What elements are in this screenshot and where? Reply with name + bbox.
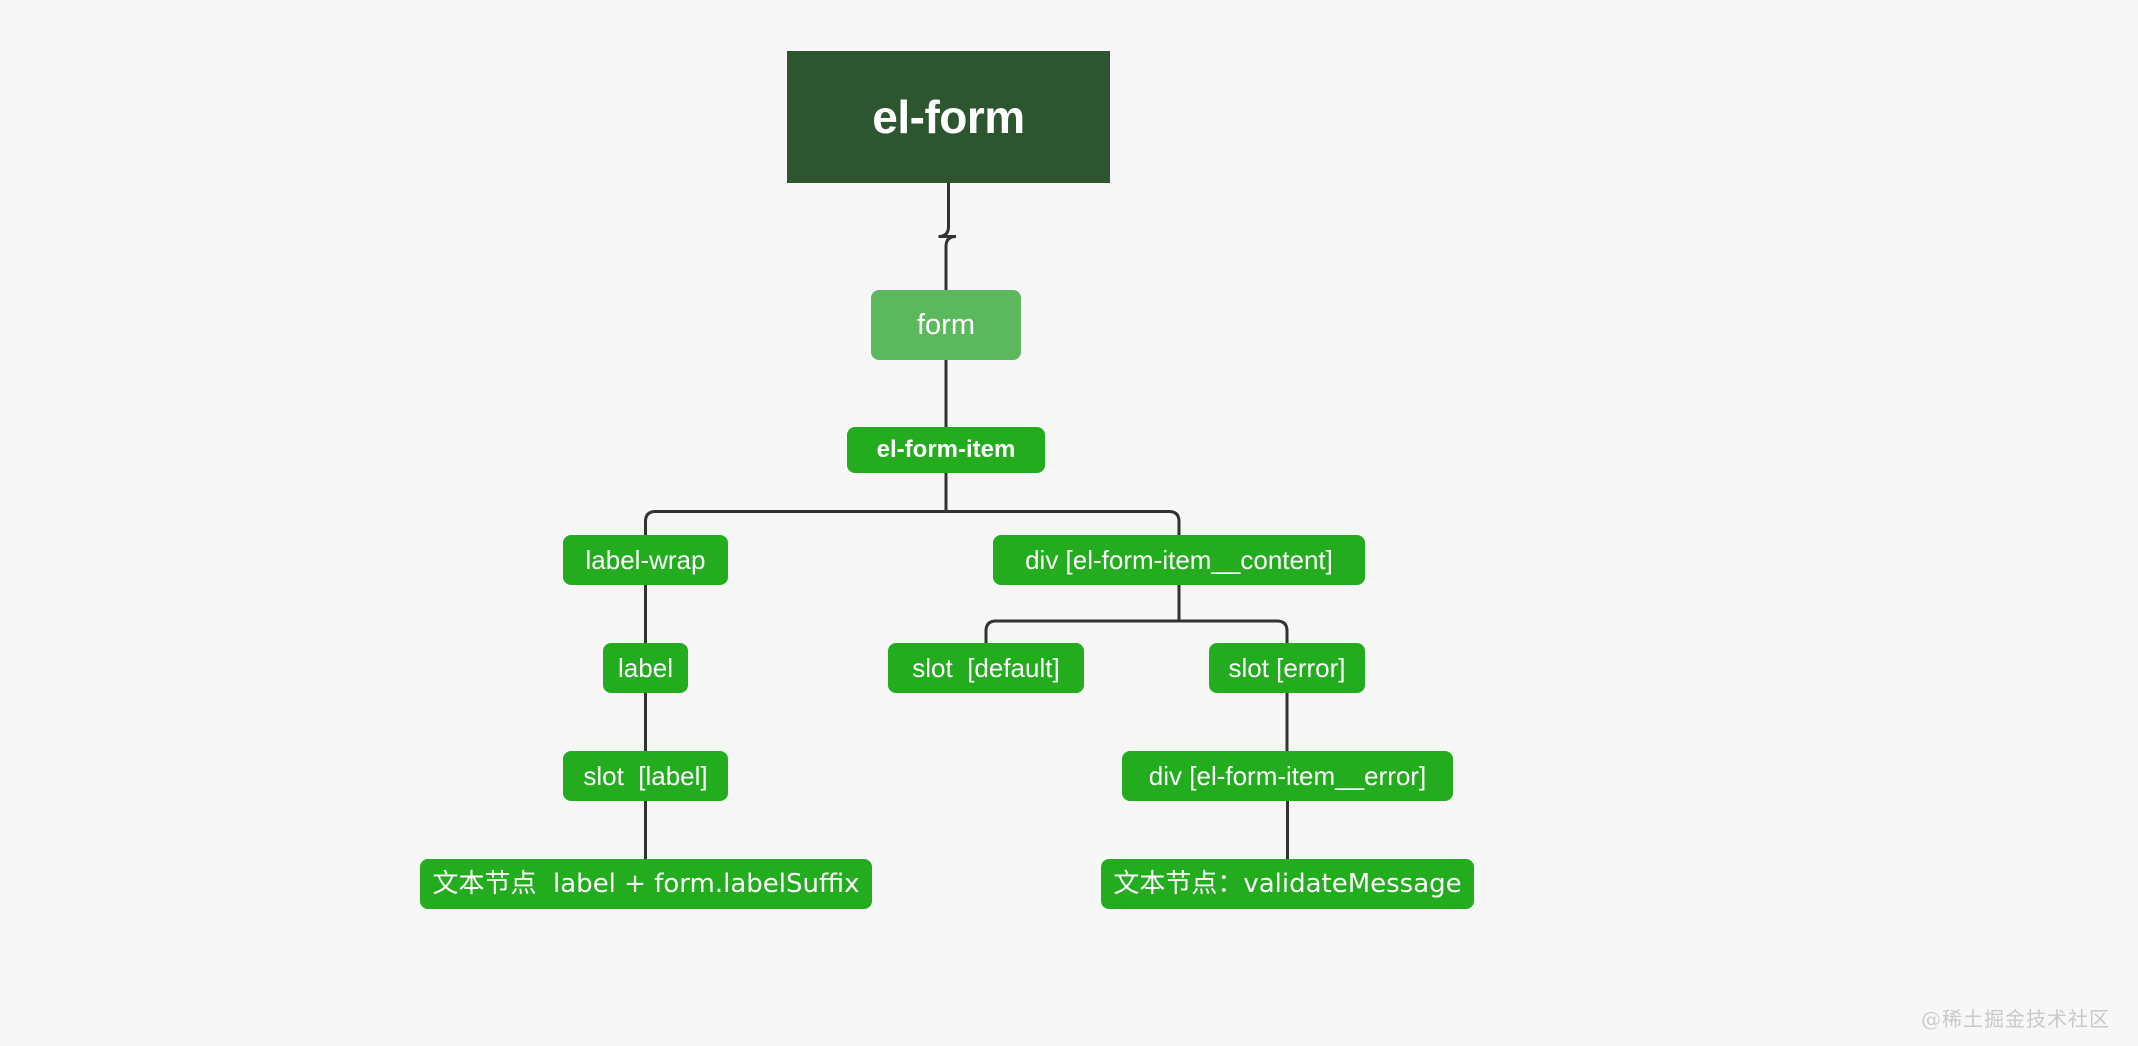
tree-node-label[interactable]: label: [603, 643, 688, 693]
tree-node-el-form[interactable]: el-form: [787, 51, 1110, 183]
tree-node-text-validate-message[interactable]: 文本节点：validateMessage: [1101, 859, 1474, 909]
tree-node-el-form-item[interactable]: el-form-item: [847, 427, 1045, 473]
tree-node-form[interactable]: form: [871, 290, 1021, 360]
connector: [984, 619, 1289, 643]
tree-node-slot-error[interactable]: slot [error]: [1209, 643, 1365, 693]
tree-node-text-label-suffix[interactable]: 文本节点 label + form.labelSuffix: [420, 859, 872, 909]
watermark: @稀土掘金技术社区: [1921, 1007, 2110, 1031]
connector: [938, 183, 957, 290]
tree-node-error-div[interactable]: div [el-form-item__error]: [1122, 751, 1453, 801]
tree-node-slot-default[interactable]: slot [default]: [888, 643, 1084, 693]
tree-node-label-wrap[interactable]: label-wrap: [563, 535, 728, 585]
tree-node-slot-label[interactable]: slot [label]: [563, 751, 728, 801]
tree-node-content[interactable]: div [el-form-item__content]: [993, 535, 1365, 585]
connector: [644, 509, 1181, 535]
